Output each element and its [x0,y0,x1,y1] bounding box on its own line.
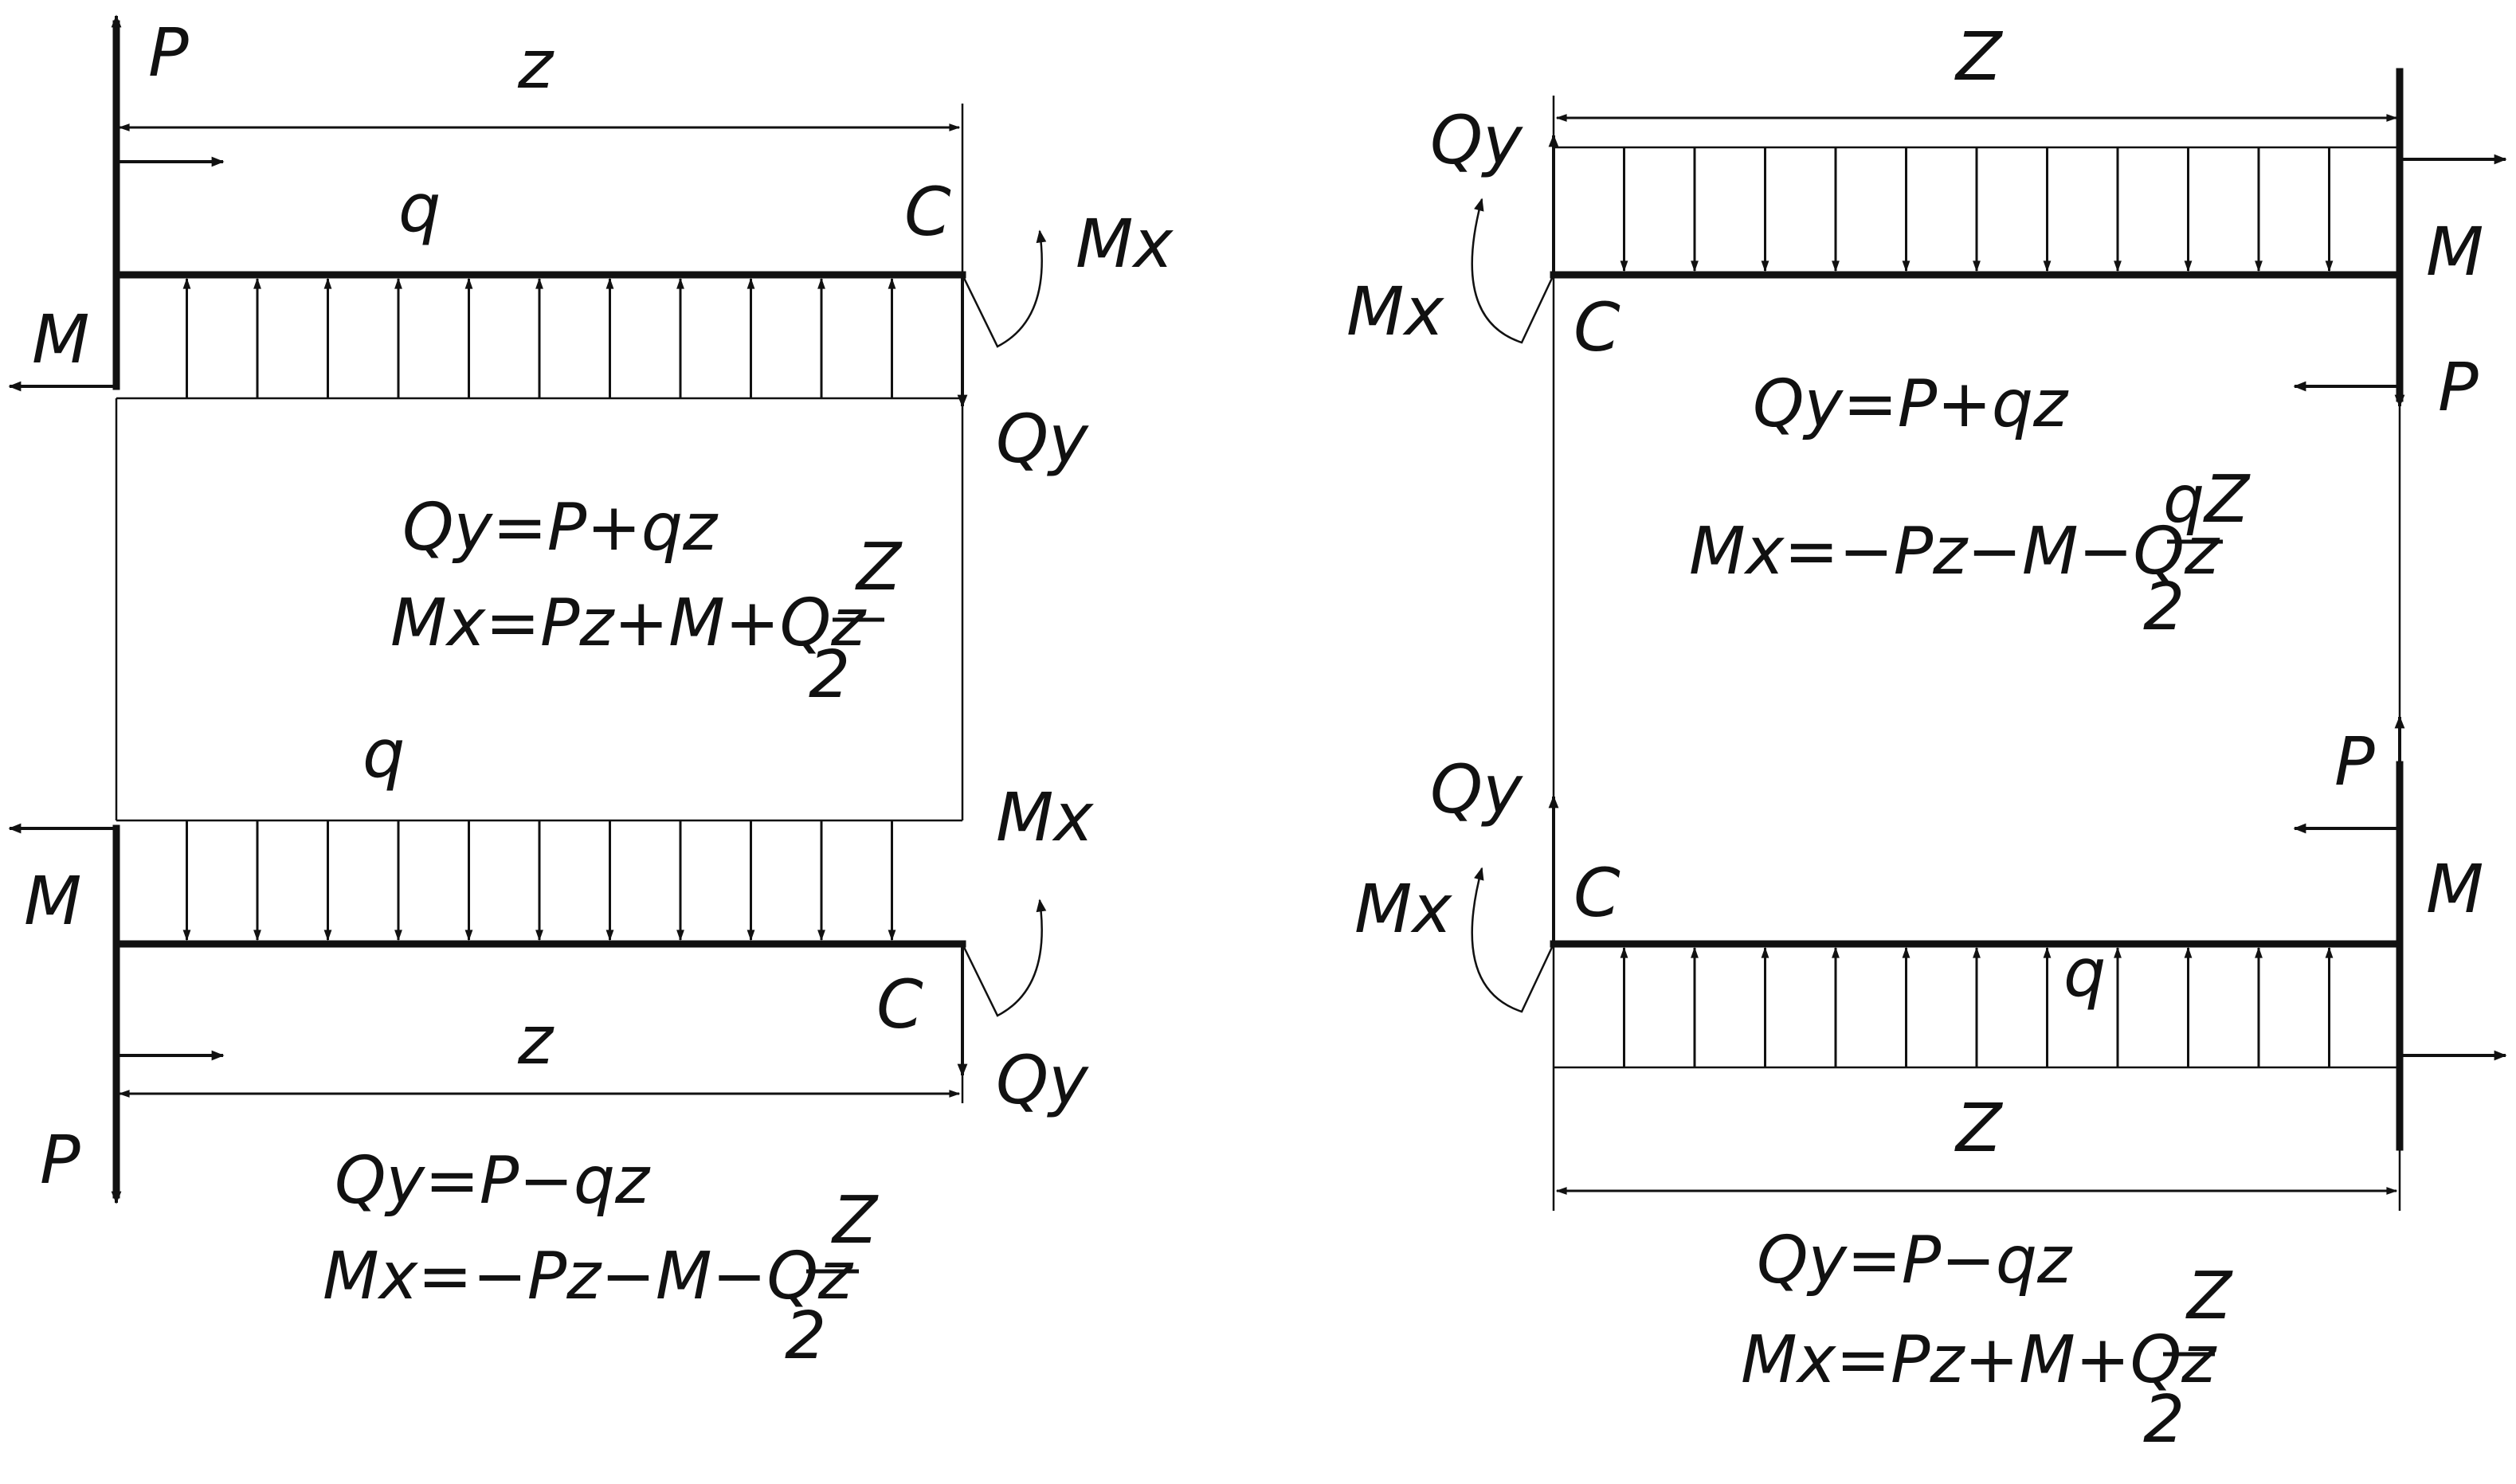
label-m-1: M [32,300,89,378]
label-p-1: P [148,14,189,92]
label-p-3: P [2438,348,2479,426]
label-q-4: q [2063,934,2106,1012]
mx-arc-2 [961,899,1047,1017]
diagram-3: Z Qy Mx C M P Qy=P+qz Mx=−Pz−M−Qz qZ 2 [1346,18,2507,820]
equation-mx-4: Mx=Pz+M+Qz [1741,1322,2217,1398]
label-c-2: C [876,965,923,1043]
load-arrows-1 [182,277,896,398]
fraction-num-1: Z [855,530,903,605]
equation-mx-3: Mx=−Pz−M−Qz [1689,514,2220,589]
label-z-3: Z [1954,18,2004,96]
fraction-den-1: 2 [809,637,850,713]
fraction-num-2: Z [831,1183,879,1259]
equation-qy-3: Qy=P+qz [1753,366,2069,442]
label-qy-1: Qy [996,400,1089,478]
equation-mx-2: Mx=−Pz−M−Qz [323,1239,854,1314]
diagram-4: Qy Mx C P M q Z Qy=P−qz Mx=Pz+M+Qz Z 2 [1354,715,2507,1458]
fraction-num-3: qZ [2163,462,2251,538]
label-qy-3: Qy [1430,101,1523,179]
fraction-den-2: 2 [785,1298,826,1374]
label-mx-2: Mx [996,778,1094,856]
mx-arc-4 [1471,867,1555,1013]
label-z-4: Z [1954,1089,2004,1167]
label-q-2: q [363,715,405,793]
label-q-1: q [398,169,441,247]
label-qy-4: Qy [1430,750,1523,828]
label-mx-4: Mx [1354,870,1452,948]
label-m-3: M [2426,213,2483,291]
label-p-2: P [40,1121,80,1199]
label-z-1: z [517,25,555,104]
diagram-2: q Mx M C z Qy P Qy=P−qz Mx=−Pz−M−Qz Z 2 [8,715,1094,1374]
label-z-2: z [517,1001,555,1079]
diagram-1: P z q C Mx M Qy Qy=P+qz Mx=Pz+M+Qz Z 2 [8,14,1174,820]
label-m-2: M [24,862,81,940]
label-qy-2: Qy [996,1041,1089,1119]
load-arrows-4 [1620,946,2334,1067]
load-arrows-2 [182,820,896,942]
equation-qy-4: Qy=P−qz [1757,1223,2073,1298]
label-c-3: C [1573,288,1621,366]
fraction-den-3: 2 [2143,570,2185,645]
label-m-4: M [2426,850,2483,928]
label-mx-3: Mx [1346,272,1444,350]
mx-arc-1 [961,229,1047,348]
label-c-1: C [904,173,951,251]
mx-arc-3 [1471,198,1555,344]
equation-qy-1: Qy=P+qz [402,490,719,566]
equation-qy-2: Qy=P−qz [335,1143,651,1219]
fraction-den-4: 2 [2143,1382,2185,1458]
load-arrows-3 [1620,147,2334,272]
label-p-4: P [2334,722,2375,801]
label-c-4: C [1573,854,1621,932]
fraction-num-4: Z [2185,1259,2233,1334]
label-mx-1: Mx [1076,205,1174,283]
equation-mx-1: Mx=Pz+M+Qz [390,585,867,661]
